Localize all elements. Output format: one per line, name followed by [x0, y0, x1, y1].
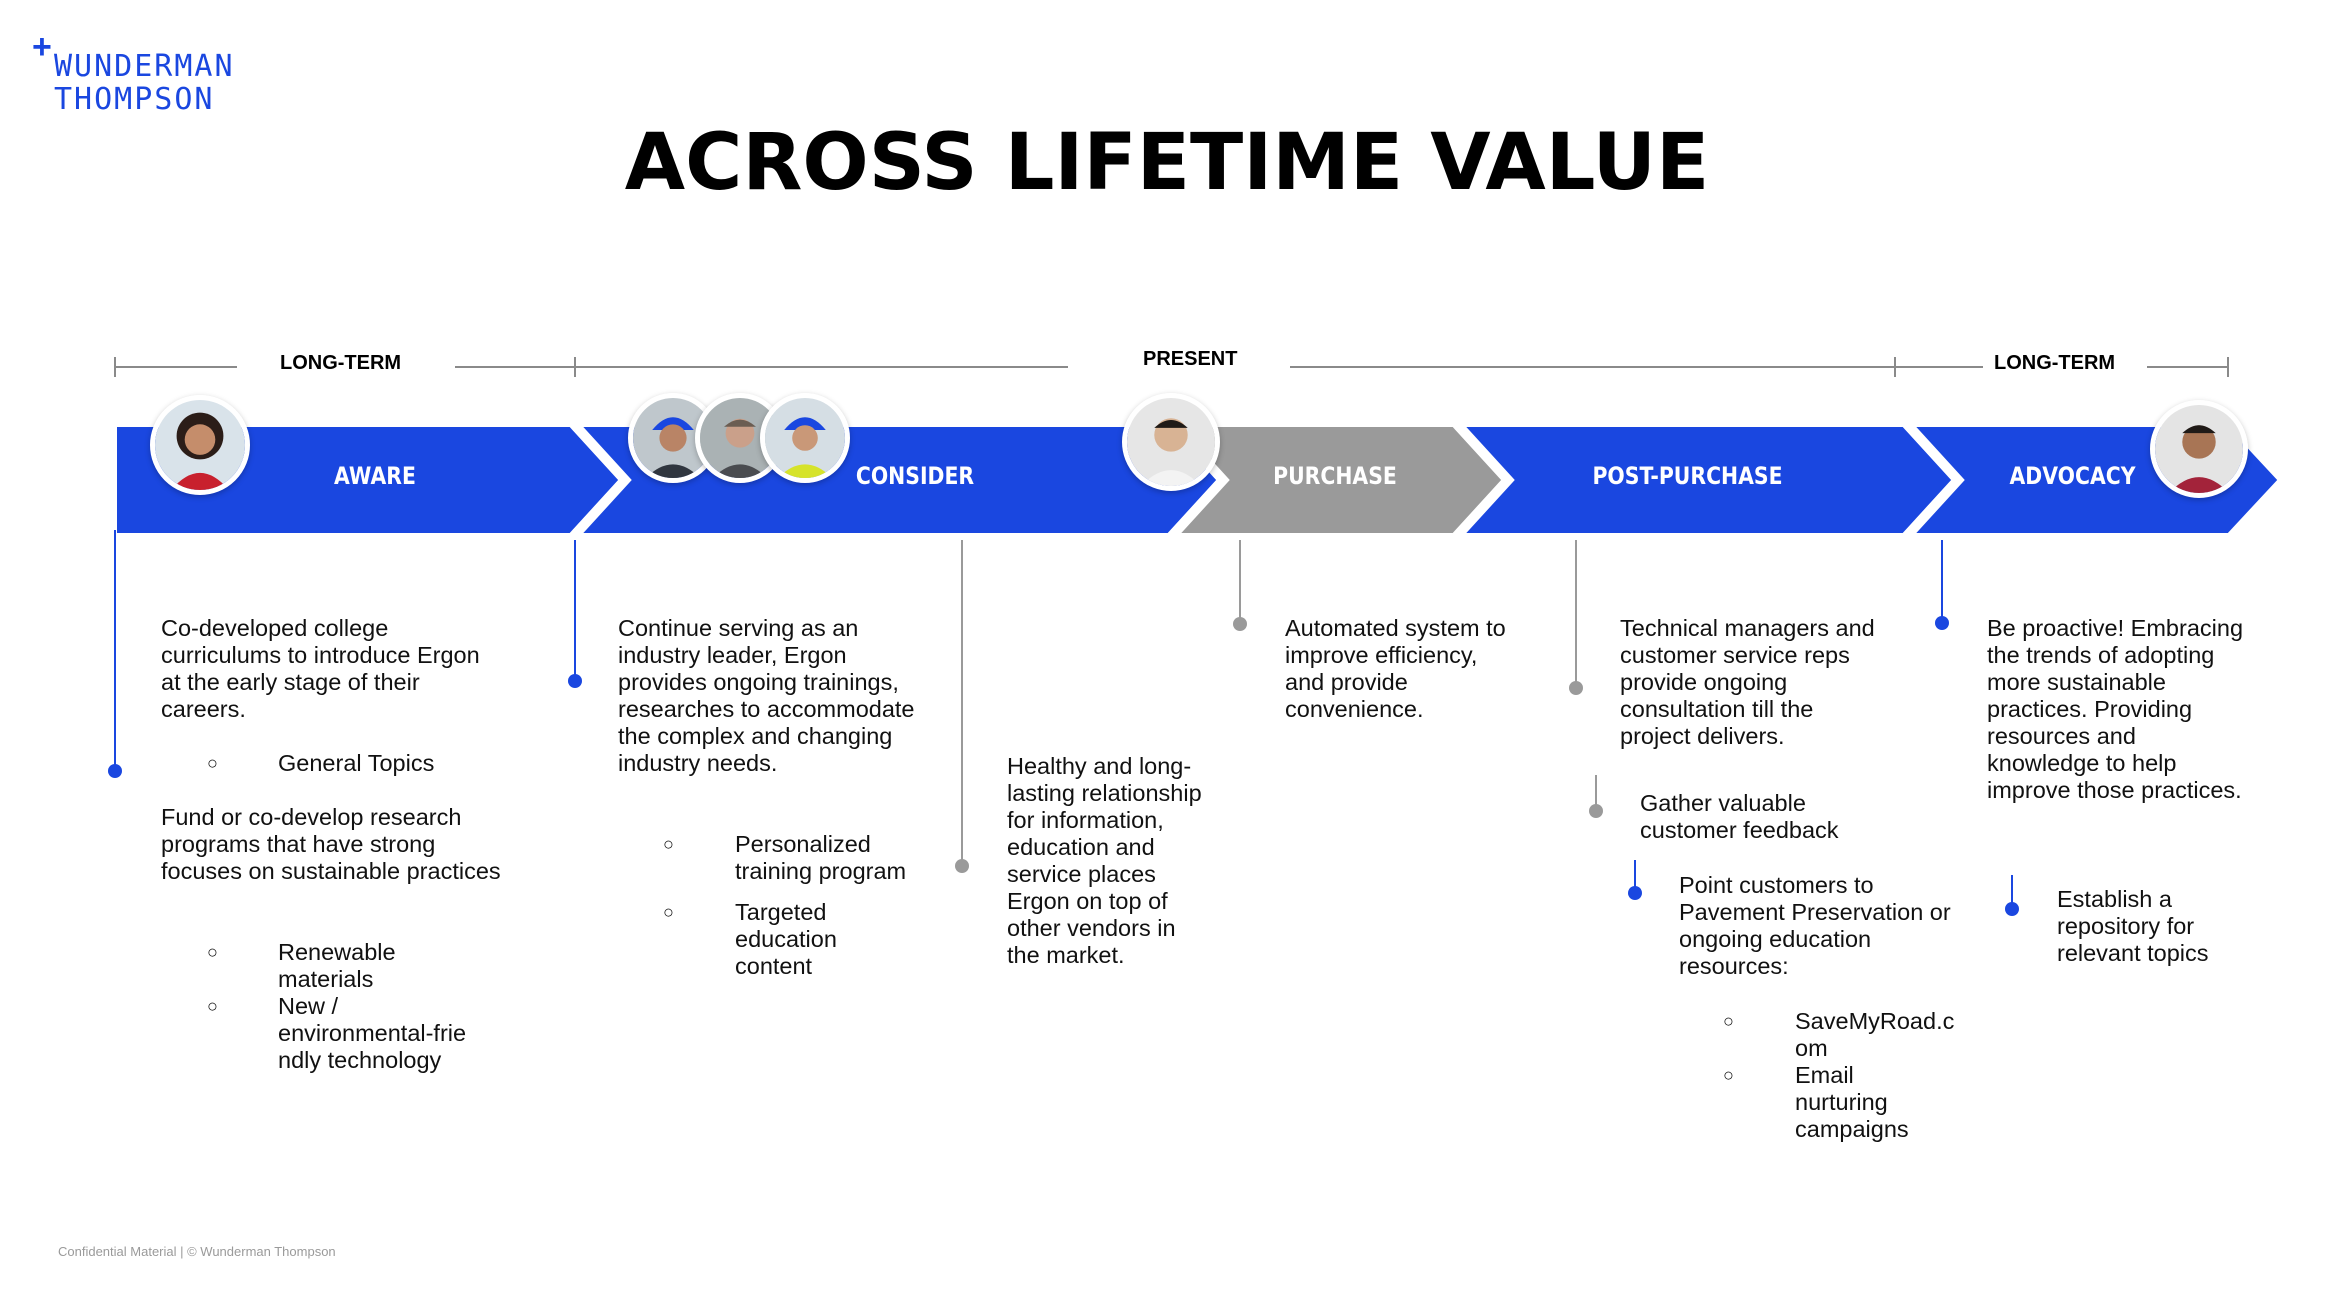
stage-label-aware: AWARE	[334, 462, 416, 490]
footer-confidential: Confidential Material | © Wunderman Thom…	[58, 1244, 336, 1259]
purchase-text-1: Automated system to improve efficiency, …	[1285, 615, 1506, 722]
stage-label-purchase: PURCHASE	[1273, 462, 1397, 490]
bullet-icon: ○	[663, 834, 674, 854]
timeline-label-right: LONG-TERM	[1994, 352, 2116, 374]
brand-line-1: WUNDERMAN	[54, 49, 235, 84]
bullet-icon: ○	[207, 753, 218, 773]
bullet-icon: ○	[207, 996, 218, 1016]
bullet-icon: ○	[663, 902, 674, 922]
connectors	[108, 530, 2019, 916]
avatar-advocacy	[2150, 400, 2248, 498]
brand-line-2: THOMPSON	[54, 82, 215, 117]
avatar-consider-3	[760, 393, 850, 483]
timeline-bracket	[114, 357, 2229, 377]
bullet-icon: ○	[207, 942, 218, 962]
advocacy-text-2: Establish a repository for relevant topi…	[2057, 886, 2209, 966]
avatar-aware	[150, 395, 250, 495]
stage-label-post-purchase: POST-PURCHASE	[1592, 462, 1783, 490]
avatar-purchase	[1122, 393, 1220, 491]
aware-text-1: Co-developed college curriculums to intr…	[161, 615, 480, 722]
stage-label-advocacy: ADVOCACY	[2009, 462, 2136, 490]
aware-text-2: Fund or co-develop research programs tha…	[161, 804, 501, 884]
bullet-icon: ○	[1723, 1011, 1734, 1031]
brand-logo: WUNDERMAN THOMPSON	[54, 50, 235, 116]
journey-chevrons	[107, 417, 2291, 543]
consider-text-1: Continue serving as an industry leader, …	[618, 615, 915, 776]
page-title: ACROSS LIFETIME VALUE	[624, 118, 1710, 208]
consider-text-2: Healthy and long-lasting relationship fo…	[1007, 753, 1202, 968]
timeline-label-center: PRESENT	[1143, 348, 1238, 370]
logo-plus-icon: +	[32, 28, 52, 66]
timeline-label-left: LONG-TERM	[280, 352, 402, 374]
bullet-icon: ○	[1723, 1065, 1734, 1085]
post-purchase-text-1: Technical managers and customer service …	[1620, 615, 1875, 749]
post-purchase-text-2: Gather valuable customer feedback	[1640, 790, 1839, 843]
post-purchase-text-3: Point customers to Pavement Preservation…	[1679, 872, 1951, 979]
advocacy-text-1: Be proactive! Embracing the trends of ad…	[1987, 615, 2244, 803]
stage-label-consider: CONSIDER	[855, 462, 975, 490]
